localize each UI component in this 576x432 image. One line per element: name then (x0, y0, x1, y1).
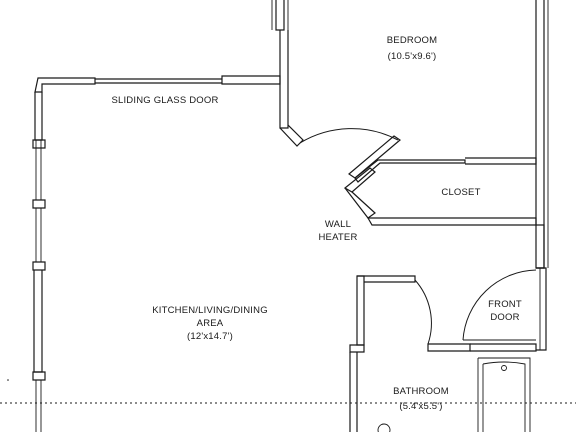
closet-label: CLOSET (441, 187, 480, 198)
front-door-label-2: DOOR (490, 312, 519, 323)
bedroom-size: (10.5'x9.6') (388, 51, 437, 62)
bathtub (477, 357, 531, 432)
bathroom-label: BATHROOM (393, 386, 449, 397)
bedroom-label: BEDROOM (387, 35, 438, 46)
kitchen-label: KITCHEN/LIVING/DINING (152, 305, 268, 316)
bedroom-door-swing (299, 128, 399, 144)
sliding-door-label: SLIDING GLASS DOOR (111, 95, 218, 106)
exterior-walls (32, 0, 549, 432)
bathroom-walls (349, 275, 537, 432)
front-door (462, 224, 547, 351)
kitchen-label-2: AREA (197, 318, 224, 329)
front-door-label: FRONT (488, 299, 522, 310)
kitchen-size: (12'x14.7') (187, 331, 233, 342)
wall-heater-label: WALL (325, 219, 351, 230)
toilet (377, 423, 391, 432)
wall-heater-label-2: HEATER (318, 232, 357, 243)
bathroom-size: (5.4'x5.5') (399, 401, 442, 412)
